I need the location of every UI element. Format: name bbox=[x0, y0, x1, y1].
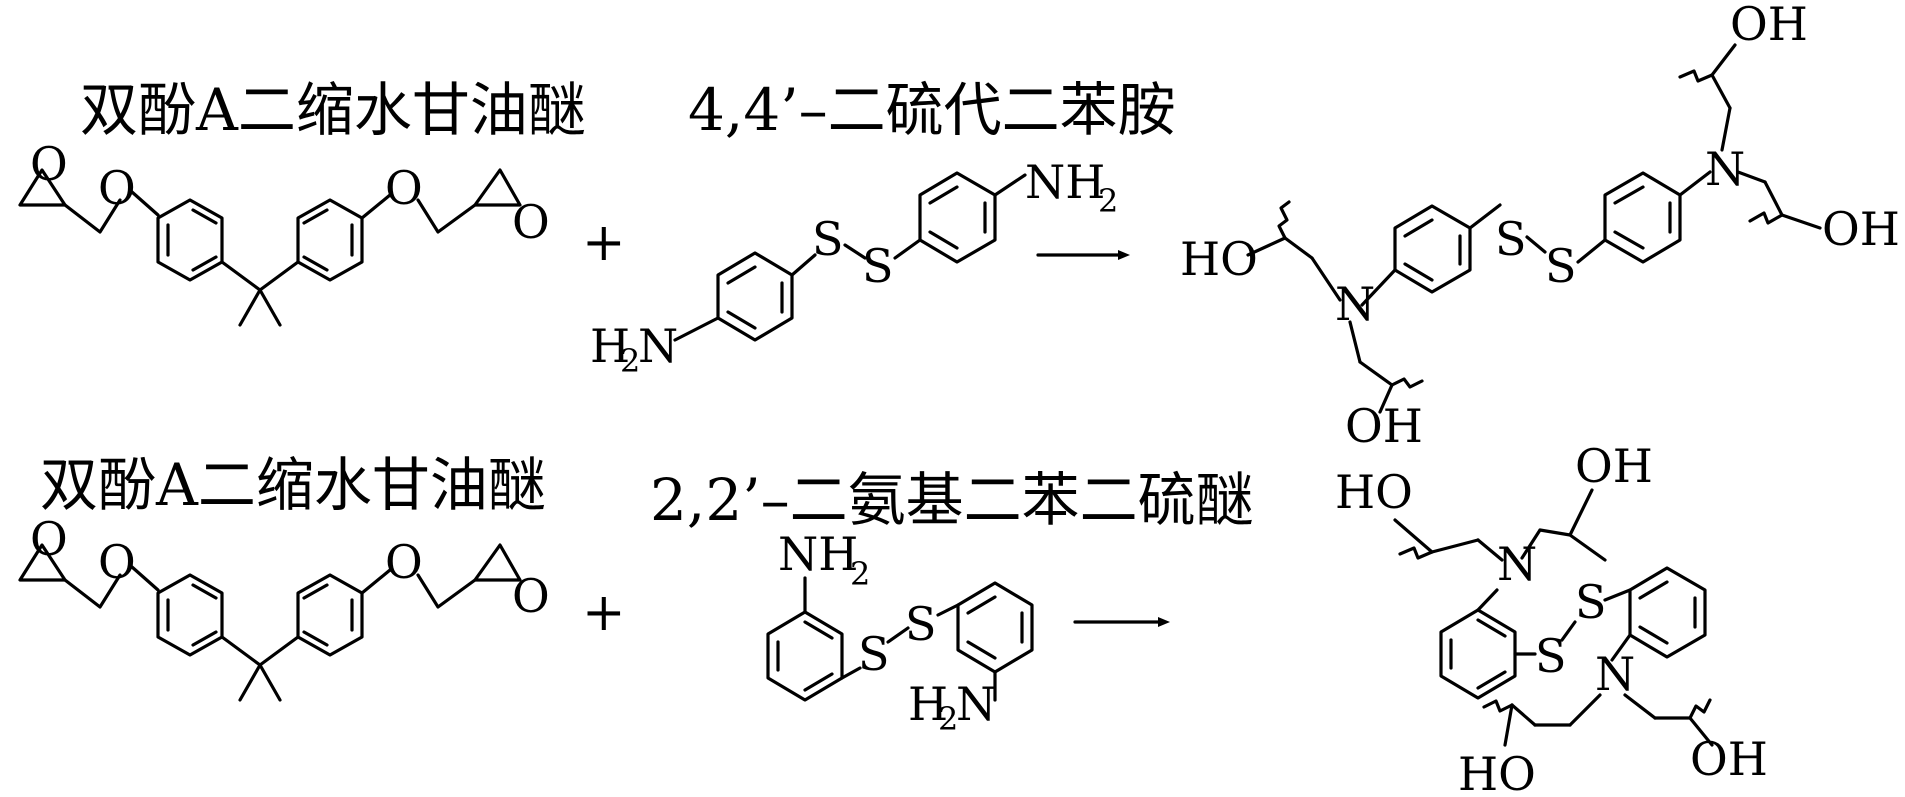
phenyl-left-ring-2 bbox=[156, 573, 224, 657]
p2-wavy-bond-1 bbox=[1398, 546, 1434, 560]
phenyl-left-ring bbox=[156, 198, 224, 282]
ether-left-bond bbox=[130, 190, 160, 217]
epoxide-right-oxygen-2: O bbox=[512, 569, 550, 623]
amine-right-nh: NH bbox=[1025, 155, 1105, 209]
product2-network: HO N OH S S N HO OH bbox=[1335, 439, 1768, 797]
disulfide2-s1: S bbox=[858, 627, 890, 681]
p1-s1: S bbox=[1495, 212, 1527, 266]
svg-text:2: 2 bbox=[1098, 182, 1118, 220]
p2-oh-bottom-right: OH bbox=[1690, 732, 1768, 786]
p2-wavy-bond-2 bbox=[1482, 699, 1514, 713]
p1-n-right: N bbox=[1705, 142, 1745, 196]
glycidyl-right-chain bbox=[416, 198, 477, 234]
disulfide-s1: S bbox=[812, 212, 844, 266]
dgeba-molecule: O O O O bbox=[18, 137, 550, 327]
epoxide-right-oxygen: O bbox=[512, 195, 550, 249]
p1-wavy-bond-3 bbox=[1678, 69, 1714, 83]
p1-wavy-bond-1 bbox=[1277, 200, 1291, 240]
ether-right-bond bbox=[360, 193, 392, 220]
ether-right-oxygen-2: O bbox=[385, 535, 423, 589]
dgeba-molecule-2: O O O O bbox=[18, 512, 550, 702]
p2-oh-top: OH bbox=[1575, 439, 1653, 493]
amine-left-n: N bbox=[638, 319, 678, 373]
p2-ring-left bbox=[1439, 608, 1517, 700]
disulfide-s2: S bbox=[862, 239, 894, 293]
reactant2-name-2: 2,2’–二氨基二苯二硫醚 bbox=[650, 466, 1254, 534]
p2-s2: S bbox=[1575, 575, 1607, 629]
amine-bottom-h: H bbox=[908, 677, 948, 731]
p1-oh-bottom: OH bbox=[1345, 399, 1423, 453]
plus-sign-2: + bbox=[582, 583, 626, 643]
p1-wavy-bond-4 bbox=[1748, 211, 1784, 225]
aryl-left-ring bbox=[766, 610, 844, 702]
reactant1-name-2: 双酚A二缩水甘油醚 bbox=[40, 451, 546, 519]
plus-sign-1: + bbox=[582, 213, 626, 273]
isopropylidene-bonds bbox=[220, 260, 300, 292]
p2-ho-top-left: HO bbox=[1335, 465, 1413, 519]
p1-s2: S bbox=[1545, 239, 1577, 293]
ether-left-oxygen: O bbox=[98, 161, 136, 215]
p2-ho-bottom-left: HO bbox=[1458, 747, 1536, 797]
reactant2-name: 4,4’–二硫代二苯胺 bbox=[688, 76, 1176, 144]
epoxide-left-ring bbox=[18, 168, 67, 207]
p1-n-left: N bbox=[1335, 277, 1375, 331]
amine-top-nh: NH bbox=[778, 527, 858, 581]
epoxide-left-oxygen-2: O bbox=[30, 512, 68, 566]
svg-text:2: 2 bbox=[620, 342, 640, 380]
reactant1-name: 双酚A二缩水甘油醚 bbox=[80, 76, 586, 144]
p2-s1: S bbox=[1535, 629, 1567, 683]
epoxide-left-oxygen: O bbox=[30, 137, 68, 191]
svg-text:2: 2 bbox=[938, 700, 958, 738]
p1-wavy-bond-2 bbox=[1390, 377, 1424, 389]
p1-oh-top: OH bbox=[1730, 0, 1808, 51]
ether-left-oxygen-2: O bbox=[98, 535, 136, 589]
disulfide2-s2: S bbox=[905, 597, 937, 651]
p1-ho-left: HO bbox=[1180, 232, 1258, 286]
epoxide-right-ring bbox=[473, 168, 522, 207]
amine-left-h: H bbox=[590, 319, 630, 373]
dithiodianiline-molecule: H 2 N S S NH 2 bbox=[590, 155, 1118, 380]
product1-network: HO N OH S S N OH OH bbox=[1180, 0, 1900, 453]
glycidyl-left-chain bbox=[63, 198, 122, 234]
aryl-right-ring bbox=[956, 581, 1034, 674]
diaminodiphenyl-disulfide-molecule: NH 2 S S H 2 N bbox=[766, 527, 1034, 738]
svg-text:2: 2 bbox=[850, 555, 870, 593]
p2-n-bottom: N bbox=[1595, 647, 1635, 701]
p2-wavy-bond-3 bbox=[1688, 698, 1712, 720]
ether-right-oxygen: O bbox=[385, 161, 423, 215]
p1-oh-right: OH bbox=[1822, 202, 1900, 256]
amine-bottom-n: N bbox=[956, 677, 996, 731]
